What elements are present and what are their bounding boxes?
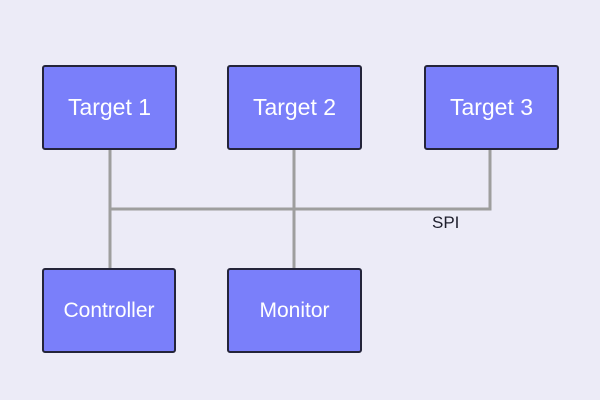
node-monitor-label: Monitor bbox=[259, 298, 330, 322]
node-monitor[interactable]: Monitor bbox=[227, 268, 362, 353]
node-target-1[interactable]: Target 1 bbox=[42, 65, 177, 150]
node-controller-label: Controller bbox=[63, 298, 155, 322]
node-target-1-label: Target 1 bbox=[67, 94, 152, 120]
node-target-2-label: Target 2 bbox=[252, 94, 337, 120]
node-controller[interactable]: Controller bbox=[42, 268, 176, 353]
bus-label: SPI bbox=[432, 213, 460, 232]
node-target-3-label: Target 3 bbox=[449, 94, 534, 120]
node-target-2[interactable]: Target 2 bbox=[227, 65, 362, 150]
node-target-3[interactable]: Target 3 bbox=[424, 65, 559, 150]
